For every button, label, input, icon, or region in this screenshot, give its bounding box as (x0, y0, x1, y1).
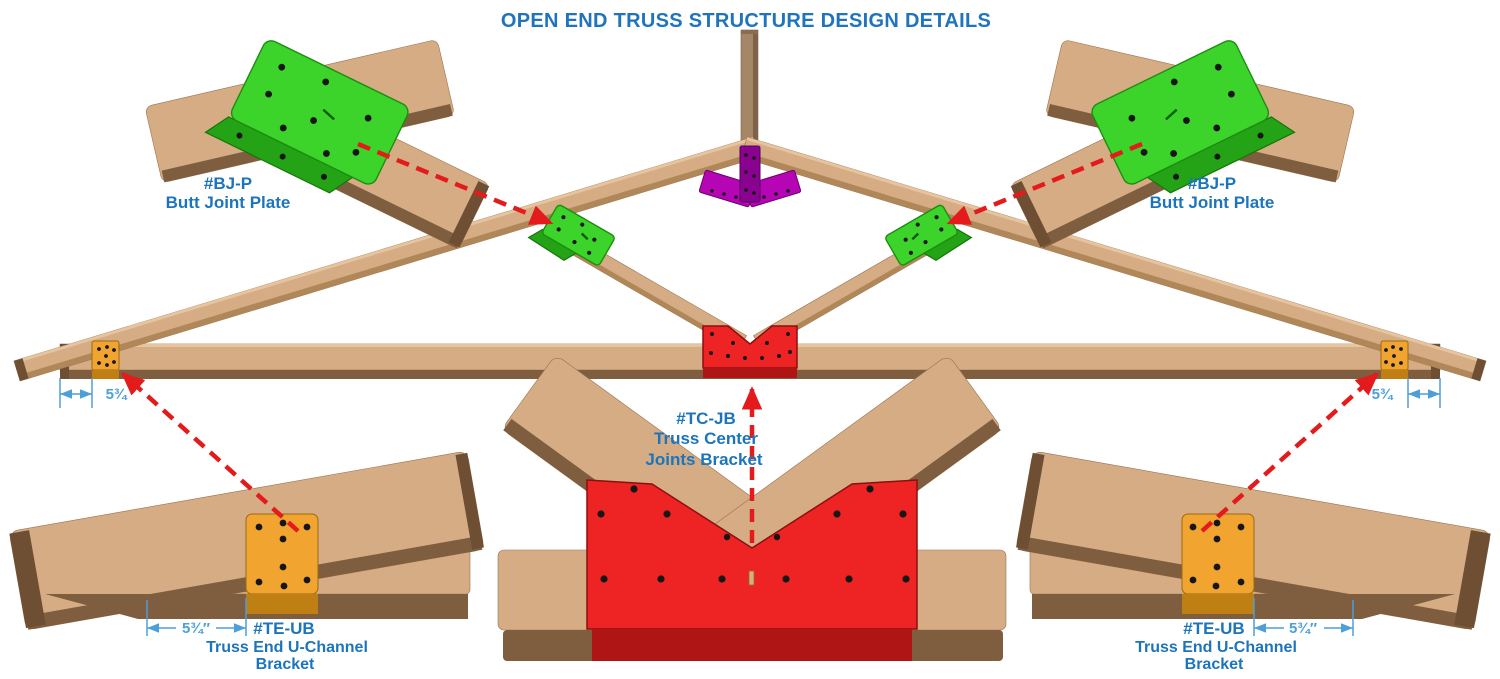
tcjb-part-name-line2: Joints Bracket (645, 450, 762, 469)
teub-left-part-number: #TE-UB (253, 619, 314, 638)
callout-arrow-bjp-left (357, 141, 554, 226)
teub-left-part-name-line2: Bracket (256, 656, 315, 673)
detail-truss-end-right (1016, 451, 1491, 636)
callout-arrow-teub-right (1200, 372, 1380, 533)
tcjb-part-number: #TC-JB (676, 409, 736, 428)
detail-truss-end-left (9, 451, 484, 636)
teub-right-part-number: #TE-UB (1183, 619, 1244, 638)
teub-right-dimension: 5¾″ (1289, 620, 1317, 637)
detail-butt-joint-right (1008, 30, 1357, 251)
teub-left-dimension: 5¾″ (182, 620, 210, 637)
center-joints-bracket (586, 479, 918, 661)
teub-right-part-name-line1: Truss End U-Channel (1135, 639, 1297, 656)
detail-butt-joint-left (143, 30, 492, 251)
callout-arrow-teub-left (120, 372, 300, 533)
bjp-left-part-name: Butt Joint Plate (166, 193, 291, 212)
page-title: OPEN END TRUSS STRUCTURE DESIGN DETAILS (501, 10, 991, 32)
truss-center-bracket (702, 325, 798, 378)
bjp-right-part-name: Butt Joint Plate (1150, 193, 1275, 212)
truss-apex-bracket (698, 145, 802, 208)
truss-left-dimension: 5¾ (106, 386, 128, 403)
teub-right-part-name-line2: Bracket (1185, 656, 1244, 673)
bracket-center-slot (748, 570, 755, 586)
truss-king-post (740, 29, 759, 165)
bjp-left-part-number: #BJ-P (204, 174, 252, 193)
bolt-pattern (709, 332, 792, 360)
teub-left-part-name-line1: Truss End U-Channel (206, 639, 368, 656)
detail-truss-center (497, 357, 1007, 661)
truss-right-dimension: 5¾ (1372, 386, 1394, 403)
bolt-pattern (710, 153, 790, 199)
callout-arrow-bjp-right (946, 141, 1143, 226)
tcjb-part-name-line1: Truss Center (654, 429, 758, 448)
bjp-right-part-number: #BJ-P (1188, 174, 1236, 193)
bolt-pattern (597, 485, 910, 583)
